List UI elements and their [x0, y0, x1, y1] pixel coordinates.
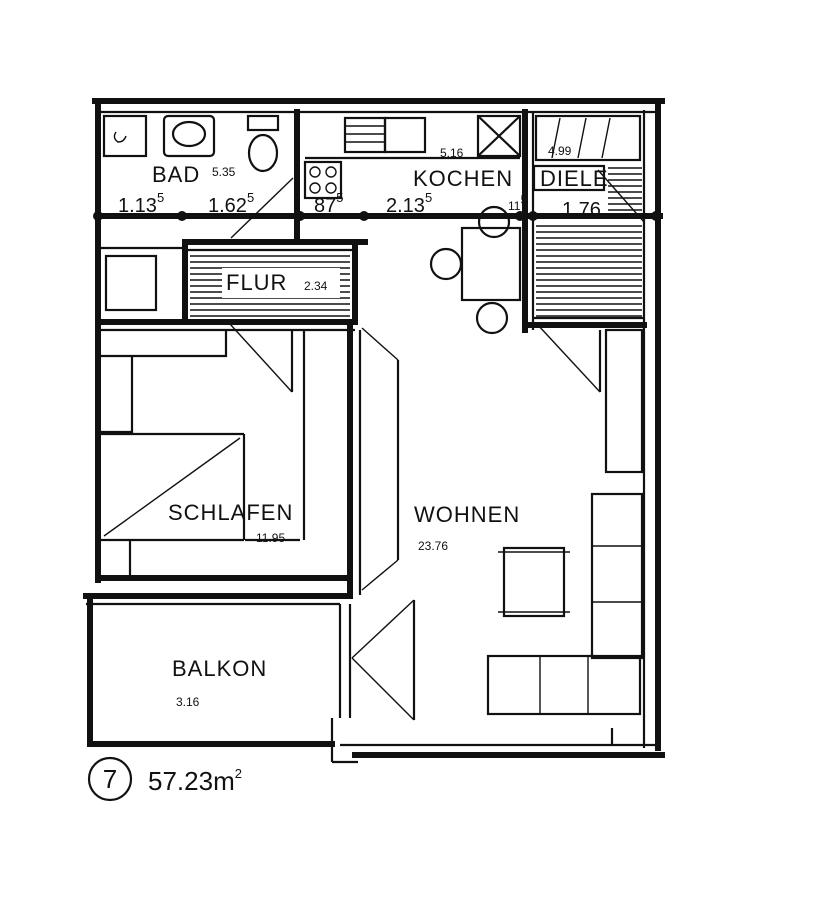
room-name-wohnen: WOHNEN	[414, 502, 520, 527]
room-area-flur: 2.34	[304, 279, 328, 293]
room-area-kochen: 5.16	[440, 146, 464, 160]
dimension-label: 1.135	[118, 190, 164, 217]
room-name-kochen: KOCHEN	[413, 166, 513, 191]
doors	[229, 323, 602, 721]
dimension-label: 1.76	[562, 199, 601, 221]
unit-badge: 7	[87, 756, 133, 802]
flur-hatch	[190, 255, 350, 317]
room-name-flur: FLUR	[226, 270, 287, 295]
dimension-label: 875	[314, 190, 343, 217]
total-area: 57.23m2	[148, 766, 242, 796]
room-area-schlafen: 11.95	[256, 531, 285, 545]
room-area-balkon: 3.16	[176, 695, 200, 709]
bedroom-furniture	[100, 330, 306, 578]
outer-walls	[87, 98, 665, 764]
bathroom-fixtures	[102, 114, 294, 239]
living-furniture	[486, 328, 644, 745]
diele-top-hatch	[608, 167, 642, 211]
kitchen-fixtures	[303, 114, 522, 200]
diele-fixtures	[534, 114, 645, 223]
room-name-balkon: BALKON	[172, 656, 267, 681]
diele-hatch	[536, 225, 642, 317]
dimension-label: 115	[508, 192, 528, 213]
room-area-wohnen: 23.76	[418, 539, 448, 553]
room-name-bad: BAD	[152, 162, 200, 187]
room-name-schlafen: SCHLAFEN	[168, 500, 293, 525]
room-name-diele: DIELE	[540, 166, 609, 191]
dimension-label: 2.135	[386, 190, 432, 217]
dining-set	[429, 205, 522, 335]
room-area-bad: 5.35	[212, 165, 236, 179]
room-area-diele: 4.99	[548, 144, 572, 158]
dimension-line	[93, 211, 661, 221]
dimension-label: 1.625	[208, 190, 254, 217]
unit-number: 7	[103, 764, 117, 794]
